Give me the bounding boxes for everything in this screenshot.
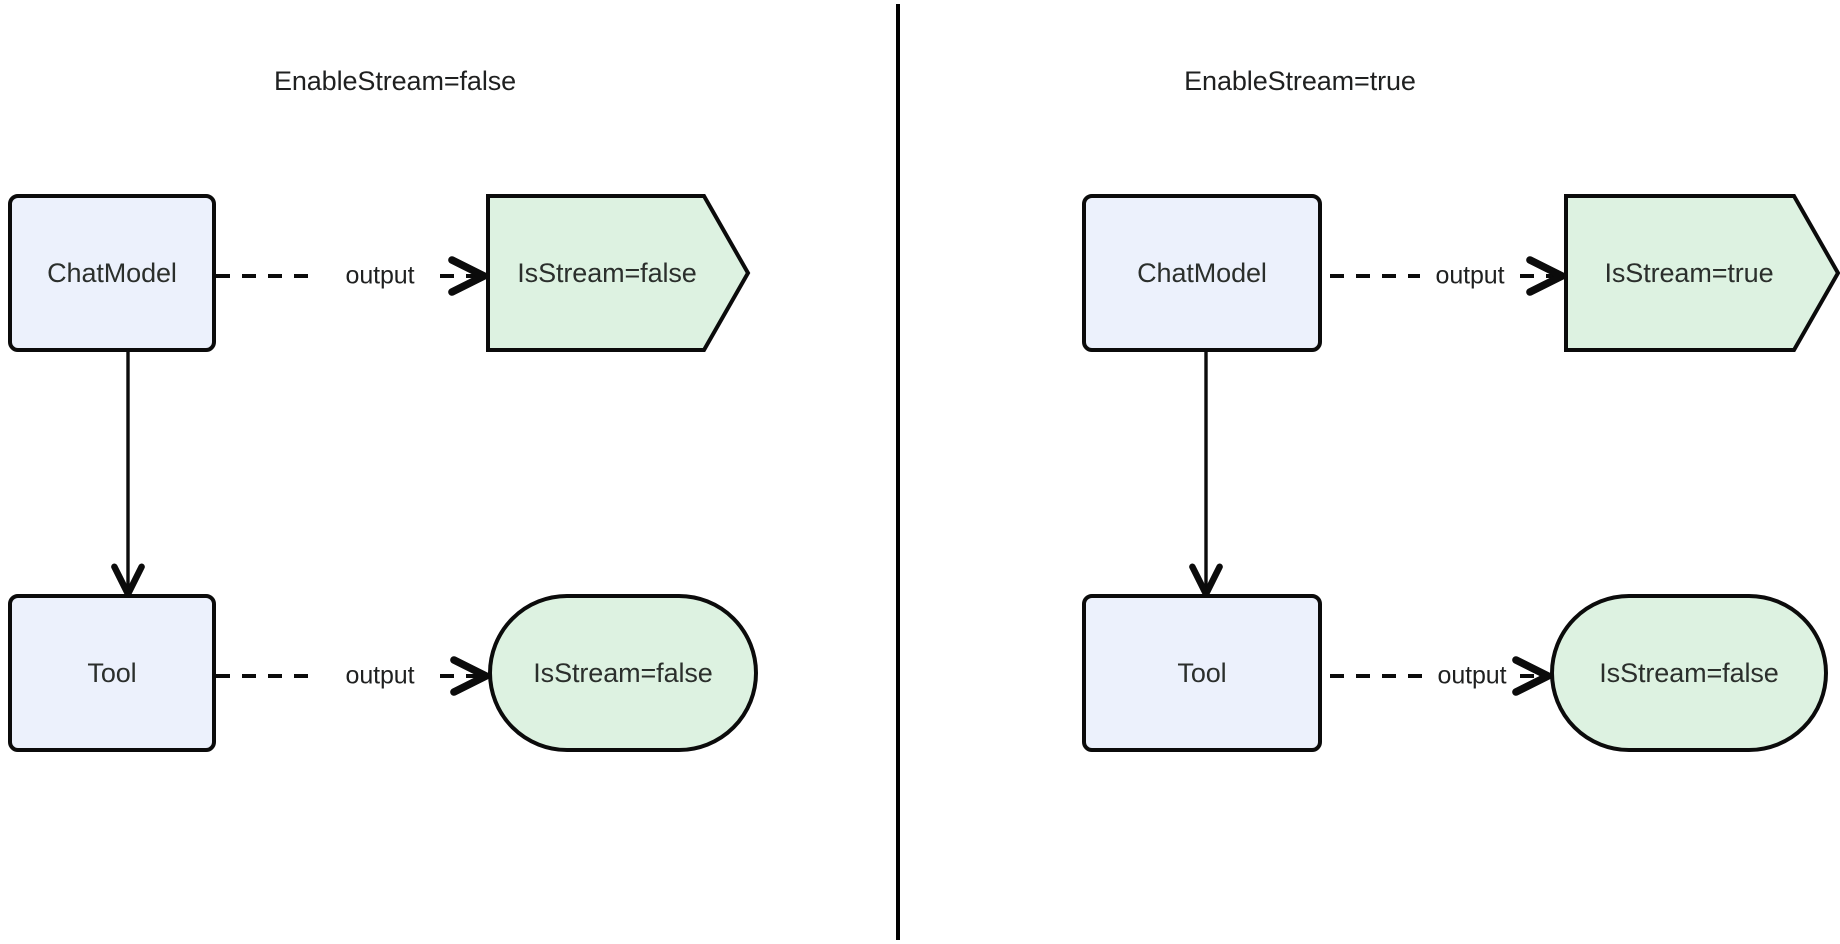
node-left-chatmodel-result[interactable]: IsStream=false (486, 194, 751, 352)
edge-label-right-tool-output: output (1431, 661, 1513, 691)
node-label: IsStream=true (1604, 257, 1774, 288)
node-left-tool[interactable]: Tool (8, 594, 216, 752)
edge-label-right-chatmodel-output: output (1429, 261, 1511, 291)
node-label: ChatModel (47, 257, 177, 288)
node-right-chatmodel-result[interactable]: IsStream=true (1564, 194, 1840, 352)
node-right-tool[interactable]: Tool (1082, 594, 1322, 752)
node-label: IsStream=false (533, 657, 713, 688)
node-label: Tool (87, 657, 137, 688)
edge-label-left-chatmodel-output: output (339, 261, 421, 291)
node-left-tool-result[interactable]: IsStream=false (488, 594, 758, 752)
node-label: IsStream=false (517, 257, 697, 288)
node-right-chatmodel[interactable]: ChatModel (1082, 194, 1322, 352)
node-left-chatmodel[interactable]: ChatModel (8, 194, 216, 352)
panel-title-left: EnableStream=false (273, 66, 517, 96)
pennant-shape (1564, 194, 1840, 352)
node-right-tool-result[interactable]: IsStream=false (1550, 594, 1828, 752)
edge-label-left-tool-output: output (339, 661, 421, 691)
panel-divider (896, 4, 900, 940)
node-label: ChatModel (1137, 257, 1267, 288)
panel-title-right: EnableStream=true (1184, 66, 1416, 96)
node-label: Tool (1177, 657, 1227, 688)
pennant-shape (486, 194, 751, 352)
node-label: IsStream=false (1599, 657, 1779, 688)
